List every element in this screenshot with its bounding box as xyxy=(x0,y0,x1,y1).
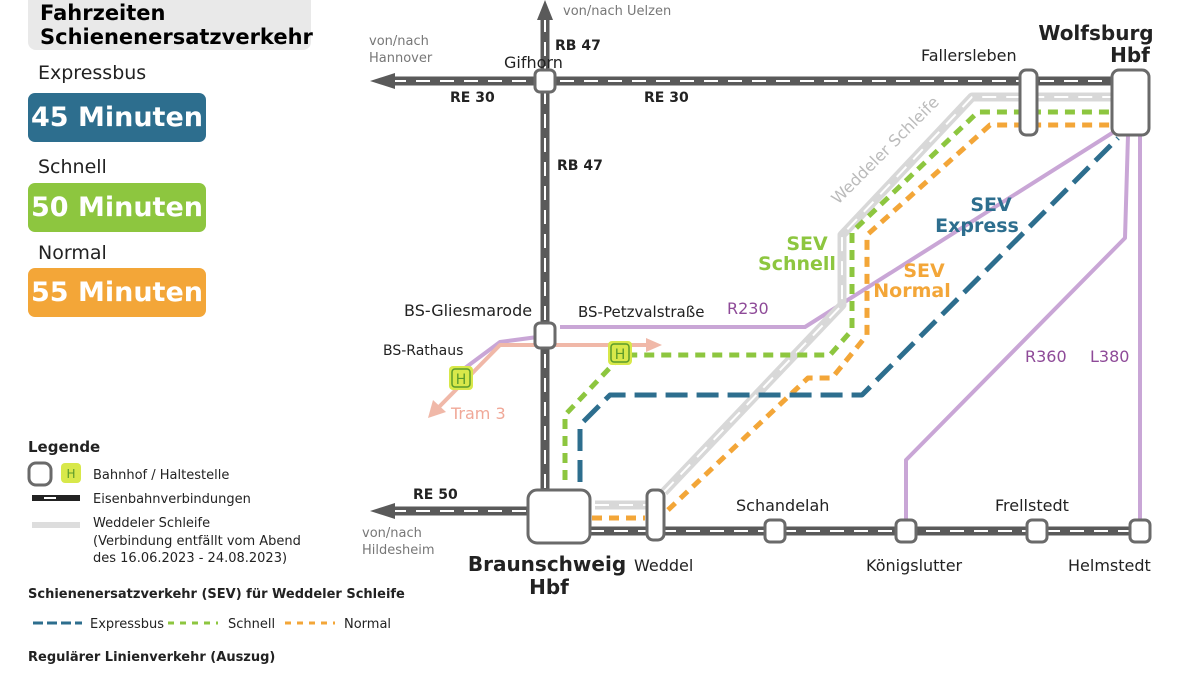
legend-regular-title: Regulärer Linienverkehr (Auszug) xyxy=(28,650,275,665)
line-r230 xyxy=(463,126,1122,370)
dir-uelzen: von/nach Uelzen xyxy=(563,4,671,19)
normal-label: Normal xyxy=(38,242,107,264)
legend-title: Legende xyxy=(28,438,100,456)
line-r360 xyxy=(904,134,1130,531)
station-braunschweig[interactable] xyxy=(526,488,592,545)
legend-express-text: Expressbus xyxy=(90,617,164,632)
legend-schleife-icon xyxy=(32,522,80,528)
dir-hannover: von/nach xyxy=(369,34,429,49)
arrow-tram-icon xyxy=(646,338,662,352)
label-re30-left: RE 30 xyxy=(450,90,495,106)
station-fallersleben[interactable] xyxy=(1018,68,1039,137)
station-gliesmarode[interactable] xyxy=(533,321,557,350)
label-re30-right: RE 30 xyxy=(644,90,689,106)
label-petzval: BS-Petzvalstraße xyxy=(578,303,704,321)
label-rb47-top: RB 47 xyxy=(555,38,601,54)
label-l380: L380 xyxy=(1090,347,1129,366)
schnell-label: Schnell xyxy=(38,156,107,178)
svg-text:Normal: Normal xyxy=(873,280,950,302)
arrow-uelzen-icon xyxy=(537,0,553,20)
sev-express-route xyxy=(577,136,1120,482)
label-helmstedt: Helmstedt xyxy=(1068,556,1151,575)
label-r360: R360 xyxy=(1025,347,1067,366)
arrow-hildesheim-icon xyxy=(370,503,395,519)
svg-text:des 16.06.2023 - 24.08.2023): des 16.06.2023 - 24.08.2023) xyxy=(93,551,287,566)
svg-text:H: H xyxy=(615,347,626,363)
label-rathaus: BS-Rathaus xyxy=(383,343,463,359)
legend-station-icon xyxy=(27,461,53,487)
legend-stop-icon: H xyxy=(61,463,81,483)
label-schandelah: Schandelah xyxy=(736,496,829,515)
expressbus-label: Expressbus xyxy=(38,62,147,84)
sev-normal-route xyxy=(592,122,1112,521)
label-weddel: Weddel xyxy=(634,556,693,575)
label-koenigslutter: Königslutter xyxy=(866,556,963,575)
station-gifhorn[interactable] xyxy=(533,68,557,94)
legend-schnell-text: Schnell xyxy=(228,617,275,632)
label-sev-normal: SEV xyxy=(903,260,945,282)
svg-text:Hbf: Hbf xyxy=(1110,43,1150,67)
stop-petzval[interactable]: H xyxy=(608,341,632,365)
schnell-time: 50 Minuten xyxy=(28,183,206,232)
label-frellstedt: Frellstedt xyxy=(995,496,1069,515)
sev-schnell-route xyxy=(562,109,1112,480)
label-tram3: Tram 3 xyxy=(450,404,506,423)
legend-schleife-text: Weddeler Schleife xyxy=(93,516,210,531)
label-fallersleben: Fallersleben xyxy=(921,46,1017,65)
label-rb47: RB 47 xyxy=(557,158,603,174)
label-wolfsburg: Wolfsburg xyxy=(1038,21,1153,45)
label-gifhorn: Gifhorn xyxy=(504,53,563,72)
line-weddeler-schleife xyxy=(595,92,1112,510)
label-r230: R230 xyxy=(727,299,769,318)
label-re50: RE 50 xyxy=(413,487,458,503)
svg-text:Hannover: Hannover xyxy=(369,51,433,66)
stop-rathaus[interactable]: H xyxy=(449,366,473,390)
label-braunschweig: Braunschweig xyxy=(468,552,626,576)
legend-sev-title: Schienenersatzverkehr (SEV) für Weddeler… xyxy=(28,587,405,602)
title-box: Fahrzeiten Schienenersatzverkehr xyxy=(28,0,313,50)
svg-text:(Verbindung entfällt vom Abend: (Verbindung entfällt vom Abend xyxy=(93,534,301,549)
dir-hildesheim: von/nach xyxy=(362,526,422,541)
svg-text:Schnell: Schnell xyxy=(758,253,836,275)
svg-text:Hildesheim: Hildesheim xyxy=(362,543,435,558)
station-helmstedt[interactable] xyxy=(1128,518,1152,544)
svg-text:H: H xyxy=(66,467,75,481)
label-sev-schnell: SEV xyxy=(786,233,828,255)
legend-rail-text: Eisenbahnverbindungen xyxy=(93,492,251,507)
expressbus-time: 45 Minuten xyxy=(28,93,206,142)
station-koenigslutter[interactable] xyxy=(894,518,918,544)
label-gliesmarode: BS-Gliesmarode xyxy=(404,301,532,320)
legend-station-text: Bahnhof / Haltestelle xyxy=(93,468,229,483)
label-sev-express: SEV xyxy=(970,194,1012,216)
station-schandelah[interactable] xyxy=(763,518,787,544)
station-wolfsburg[interactable] xyxy=(1110,68,1151,137)
legend-normal-text: Normal xyxy=(344,617,391,632)
title-line2: Schienenersatzverkehr xyxy=(40,25,313,49)
normal-time: 55 Minuten xyxy=(28,268,206,317)
title-line1: Fahrzeiten xyxy=(40,1,166,25)
svg-text:H: H xyxy=(456,372,467,388)
station-weddel[interactable] xyxy=(645,488,666,542)
svg-text:Hbf: Hbf xyxy=(529,575,569,599)
arrow-hannover-icon xyxy=(370,73,395,89)
svg-text:Express: Express xyxy=(935,215,1019,237)
station-frellstedt[interactable] xyxy=(1025,518,1049,544)
